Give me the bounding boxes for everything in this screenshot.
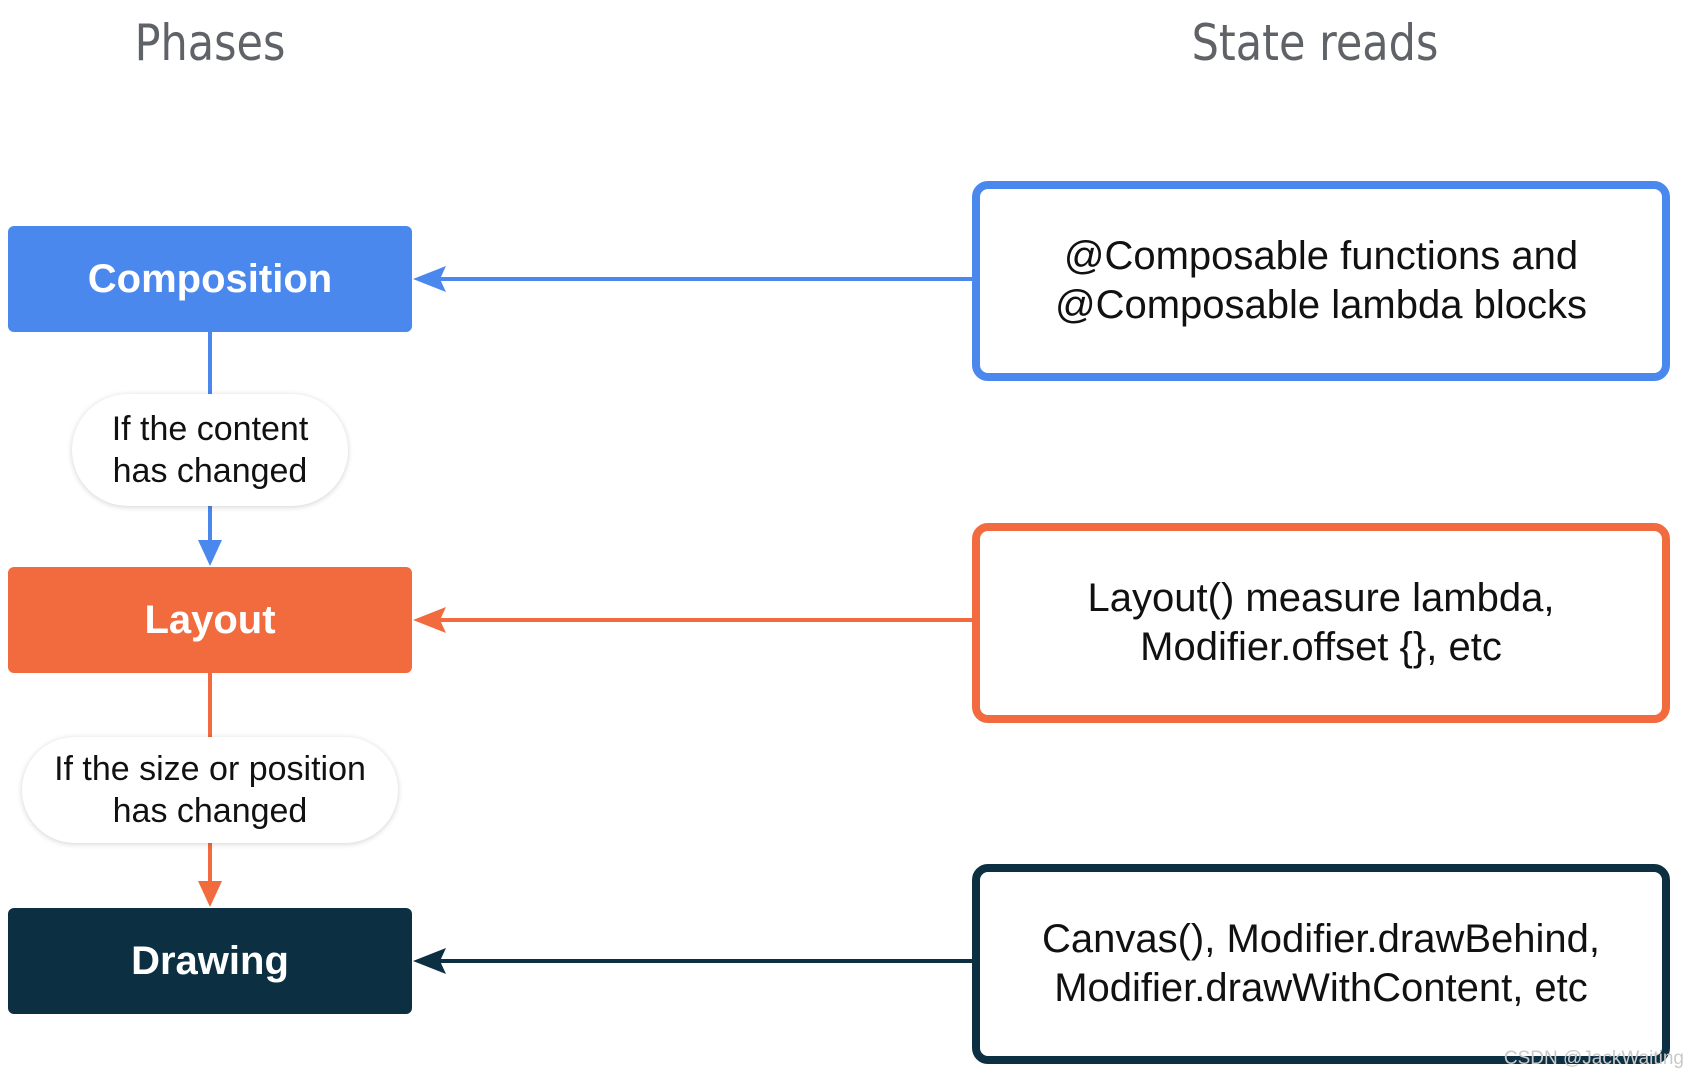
state-reads-header: State reads [1191, 14, 1439, 72]
layout-left-arrowhead [413, 607, 446, 633]
layout-phase-box: Layout [8, 567, 412, 673]
composition-state-reads-box: @Composable functions and @Composable la… [972, 181, 1670, 381]
condition-line: has changed [112, 792, 308, 830]
watermark: CSDN @JackWaiting [1503, 1048, 1684, 1069]
drawing-phase-box: Drawing [8, 908, 412, 1014]
state-read-line: @Composable functions and [1063, 234, 1579, 278]
size-position-changed-condition: If the size or position has changed [22, 737, 398, 843]
layout-state-reads-box: Layout() measure lambda, Modifier.offset… [972, 523, 1670, 723]
state-read-line: Layout() measure lambda, [1087, 576, 1555, 620]
composition-left-arrowhead [413, 266, 446, 292]
state-read-line: Modifier.drawWithContent, etc [1054, 966, 1588, 1010]
state-read-line: Modifier.offset {}, etc [1140, 625, 1502, 669]
composition-phase-box: Composition [8, 226, 412, 332]
phases-header: Phases [134, 14, 286, 72]
content-changed-condition: If the content has changed [72, 394, 348, 506]
state-read-line: @Composable lambda blocks [1055, 283, 1587, 327]
condition-line: If the content [111, 410, 309, 448]
drawing-state-reads-box: Canvas(), Modifier.drawBehind, Modifier.… [972, 864, 1670, 1064]
drawing-phase-label: Drawing [131, 938, 289, 983]
state-read-line: Canvas(), Modifier.drawBehind, [1041, 917, 1601, 961]
composition-phase-label: Composition [87, 256, 333, 301]
condition-line: If the size or position [54, 750, 366, 788]
layout-down-arrowhead [198, 540, 222, 566]
layout-phase-label: Layout [144, 597, 276, 642]
drawing-left-arrowhead [413, 948, 446, 974]
condition-line: has changed [112, 452, 308, 490]
drawing-down-arrowhead [198, 881, 222, 907]
